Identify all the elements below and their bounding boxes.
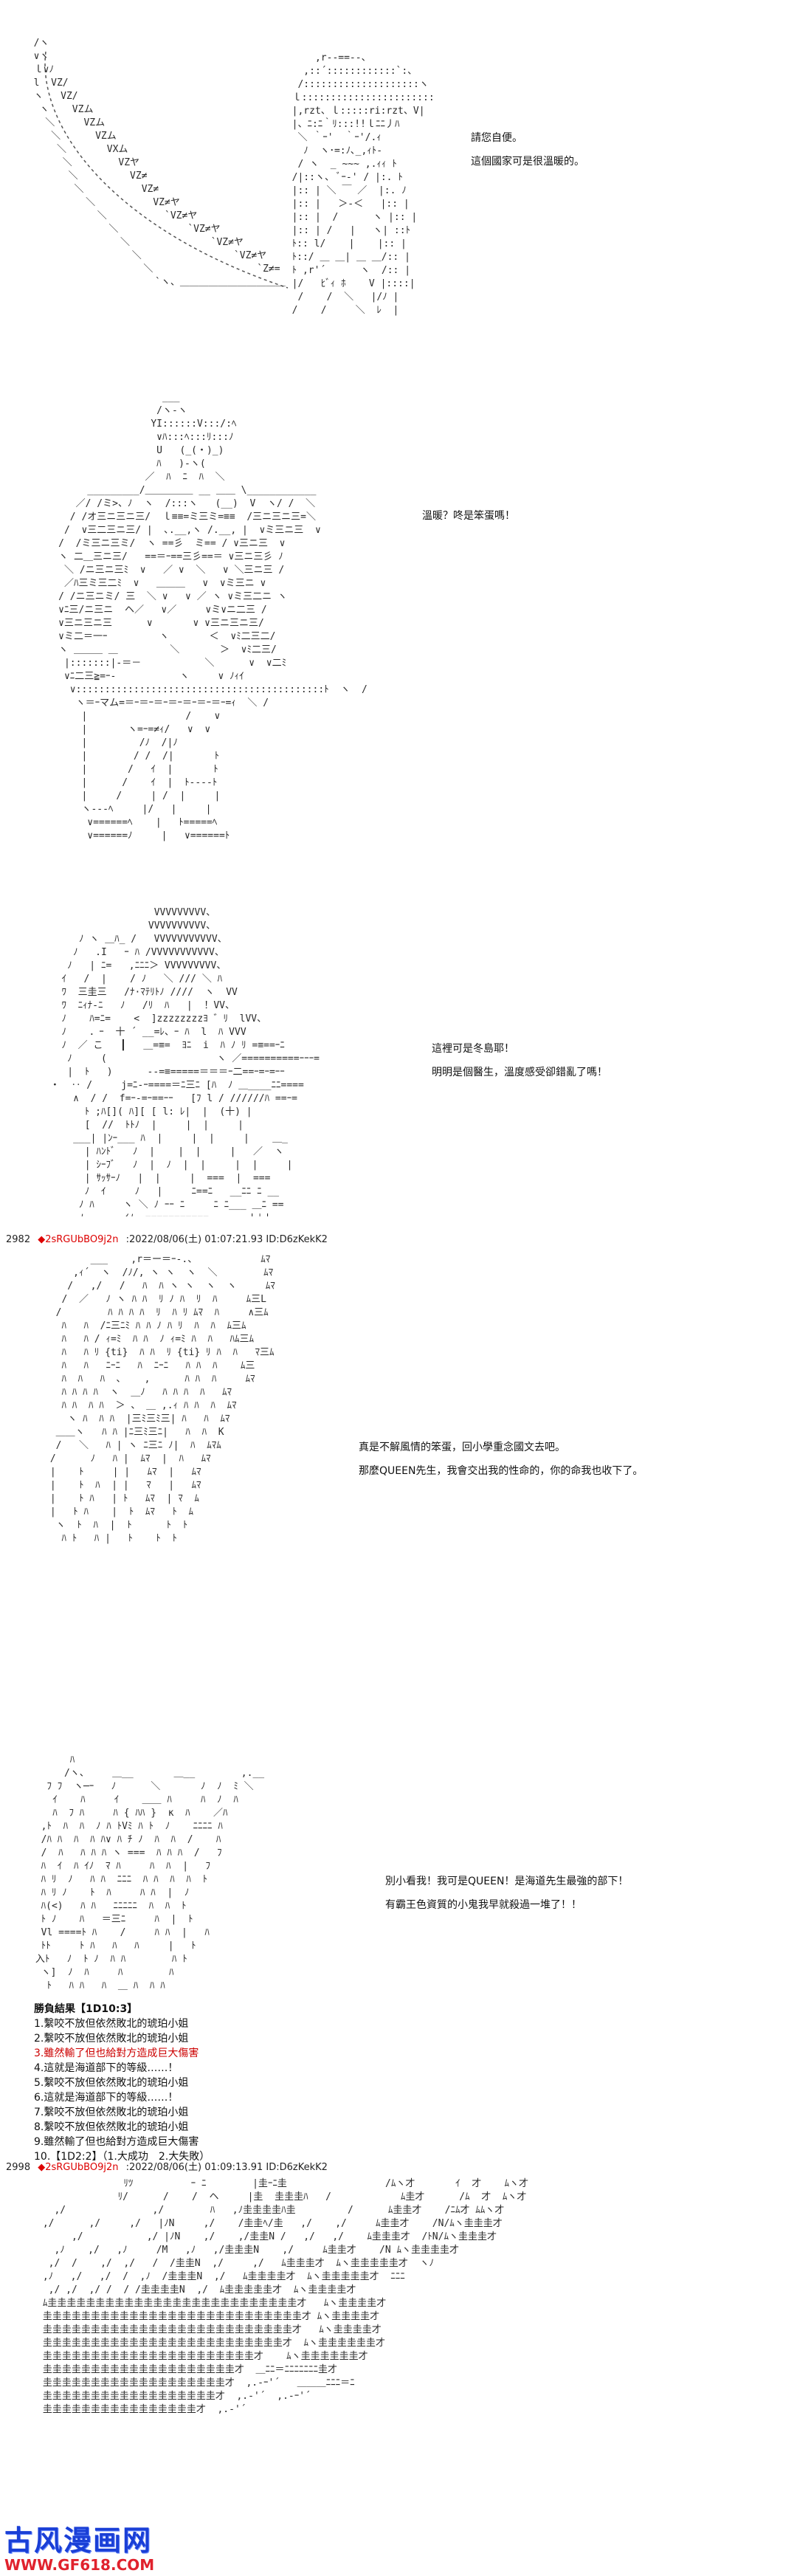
post-number: 2982 (6, 1234, 31, 1245)
panel-5-dialogue: 別小看我！我可是QUEEN！是海道先生最強的部下！ 有霸王色資質的小鬼我早就殺過… (385, 1873, 628, 1921)
post-meta: :2022/08/06(土) 01:09:13.91 ID:D6zKekK2 (125, 2162, 328, 2173)
result-item-highlighted: 3.雖然輸了但也給對方造成巨大傷害 (34, 2048, 199, 2059)
ascii-art-panel-5: ﾊ /ヽ、 ＿__ ＿__ ,.__ ﾌ ﾌ ヽ─ｰ ﾉ ＼ ﾉ ﾉ ﾐ ＼ ｲ… (35, 1754, 265, 1990)
panel-3-dialogue: 這裡可是冬島耶！ 明明是個醫生，溫度感受卻錯亂了嗎！ (432, 1041, 607, 1088)
dialogue-line: 那麼QUEEN先生，我會交出我的性命的，你的命我也收下了。 (359, 1465, 644, 1477)
sword-stroke (44, 51, 289, 289)
result-item: 9.雖然輸了但也給對方造成巨大傷害 (34, 2136, 199, 2148)
post-header: 2998 ◆2sRGUbBO9j2n :2022/08/06(土) 01:09:… (6, 2159, 328, 2173)
watermark-url: WWW.GF618.COM (4, 2556, 155, 2574)
results-title: 勝負結果【1D10:3】 (34, 2003, 138, 2015)
panel-2-dialogue: 溫暖？咚是笨蛋嗎！ (422, 508, 515, 531)
post-number: 2998 (6, 2162, 31, 2173)
watermark-logo: 古风漫画网 WWW.GF618.COM (4, 2524, 154, 2573)
diamond-icon: ◆ (38, 1234, 46, 1245)
result-item: 2.繫咬不放但依然敗北的琥珀小姐 (34, 2033, 189, 2045)
dialogue-line: 溫暖？咚是笨蛋嗎！ (422, 510, 515, 522)
dialogue-line: 有霸王色資質的小鬼我早就殺過一堆了！！ (385, 1899, 582, 1911)
result-item: 6.這就是海道部下的等級……！ (34, 2092, 179, 2104)
panel-4-dialogue: 真是不解風情的笨蛋，回小學重念國文去吧。 那麼QUEEN先生，我會交出我的性命的… (359, 1439, 643, 1487)
dialogue-line: 真是不解風情的笨蛋，回小學重念國文去吧。 (359, 1442, 565, 1453)
result-item-dice: 10.【1D2:2】（1.大成功 2.大失敗） (34, 2151, 210, 2163)
post-meta: :2022/08/06(土) 01:07:21.93 ID:D6zKekK2 (125, 1234, 328, 1245)
poster-trip[interactable]: 2sRGUbBO9j2n (45, 2162, 119, 2173)
ascii-art-panel-2: ___ /ヽ-ヽ YI::::::V:::/:ﾍ ∨ﾊ:::ﾍ:::ﾘ:::ﾉ … (58, 392, 368, 841)
diamond-icon: ◆ (38, 2162, 46, 2173)
ascii-art-panel-1: /ヽ ∨ヽ ｌ∨ﾉ l VZ/ ヽ VZ/ ヽ VZム ＼ VZム ＼ VZム … (22, 37, 435, 376)
dialogue-line: 請您自便。 (471, 132, 522, 144)
poster-trip[interactable]: 2sRGUbBO9j2n (45, 1234, 119, 1245)
dialogue-line: 別小看我！我可是QUEEN！是海道先生最強的部下！ (385, 1876, 629, 1887)
dialogue-line: 明明是個醫生，溫度感受卻錯亂了嗎！ (432, 1067, 607, 1078)
result-item: 4.這就是海道部下的等級……！ (34, 2062, 179, 2074)
dice-results: 勝負結果【1D10:3】 1.繫咬不放但依然敗北的琥珀小姐 2.繫咬不放但依然敗… (34, 2002, 210, 2164)
post-header: 2982 ◆2sRGUbBO9j2n :2022/08/06(土) 01:07:… (6, 1231, 328, 1245)
result-item: 7.繫咬不放但依然敗北的琥珀小姐 (34, 2107, 189, 2118)
ascii-art-panel-3: VVVVVVVVV、 VVVVVVVVVV、 ﾉ ヽ ＿ﾊ_ / VVVVVVV… (49, 907, 320, 1216)
result-item: 5.繫咬不放但依然敗北的琥珀小姐 (34, 2077, 189, 2089)
watermark-site-name: 古风漫画网 (4, 2524, 153, 2557)
result-item: 1.繫咬不放但依然敗北的琥珀小姐 (34, 2018, 189, 2030)
ascii-art-panel-4: ___ ,r＝ー＝ｰ-.、 ﾑﾏ ,ｨ´ ヽ /ﾉ/, ヽ ヽ ヽ ＼ ﾑﾏ /… (49, 1254, 275, 1544)
ascii-art-panel-6: ﾘﾂ ｰ ﾆ |圭ｰﾆ圭 /ﾑヽ才 ｲ 才 ﾑヽ才 ﾘ/ / / ヘ |圭 圭圭… (42, 2178, 529, 2415)
panel-1-dialogue: 請您自便。 這個國家可是很溫暖的。 (471, 130, 584, 177)
dialogue-line: 這裡可是冬島耶！ (432, 1043, 514, 1055)
result-item: 8.繫咬不放但依然敗北的琥珀小姐 (34, 2121, 189, 2133)
dialogue-line: 這個國家可是很溫暖的。 (471, 156, 584, 168)
